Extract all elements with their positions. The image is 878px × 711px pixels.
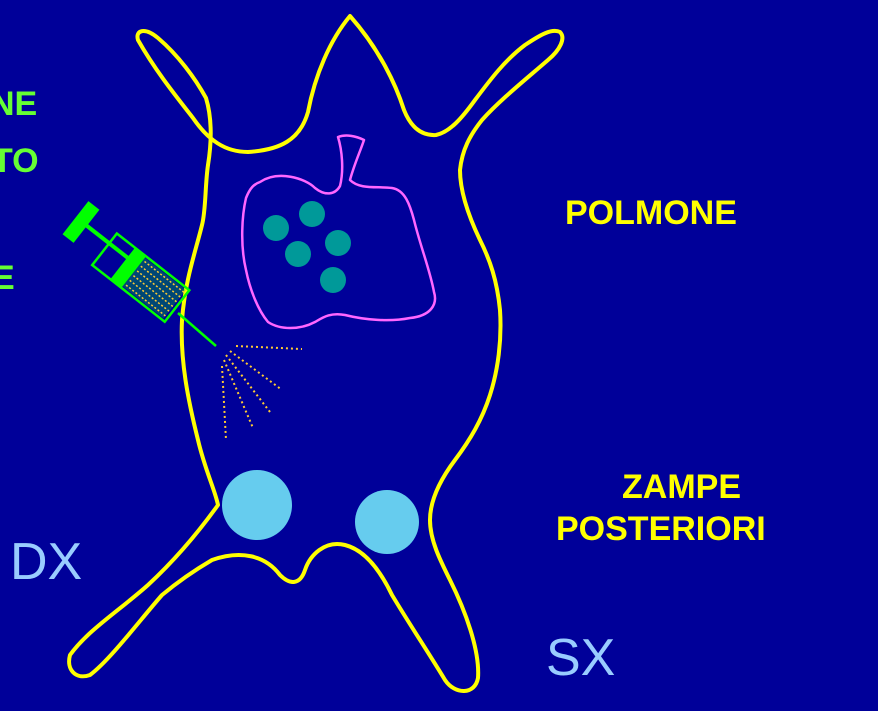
zampe-label-line1: ZAMPE	[622, 468, 741, 507]
left-label-line2: TO	[0, 141, 39, 181]
animal-outline	[69, 16, 562, 691]
left-side-label: SX	[546, 628, 615, 688]
right-side-label: DX	[10, 532, 82, 592]
footpad-right	[222, 470, 292, 540]
footpad-left	[355, 490, 419, 554]
nodule	[285, 241, 311, 267]
polmone-label: POLMONE	[565, 194, 737, 233]
nodule	[320, 267, 346, 293]
nodule	[299, 201, 325, 227]
nodule	[325, 230, 351, 256]
zampe-label-line2: POSTERIORI	[556, 510, 766, 549]
injection-spray	[222, 346, 302, 440]
syringe-icon	[63, 201, 216, 346]
nodule	[263, 215, 289, 241]
lung-nodules	[263, 201, 351, 293]
left-label-line1: NE	[0, 84, 37, 124]
left-label-line3: E	[0, 258, 15, 298]
